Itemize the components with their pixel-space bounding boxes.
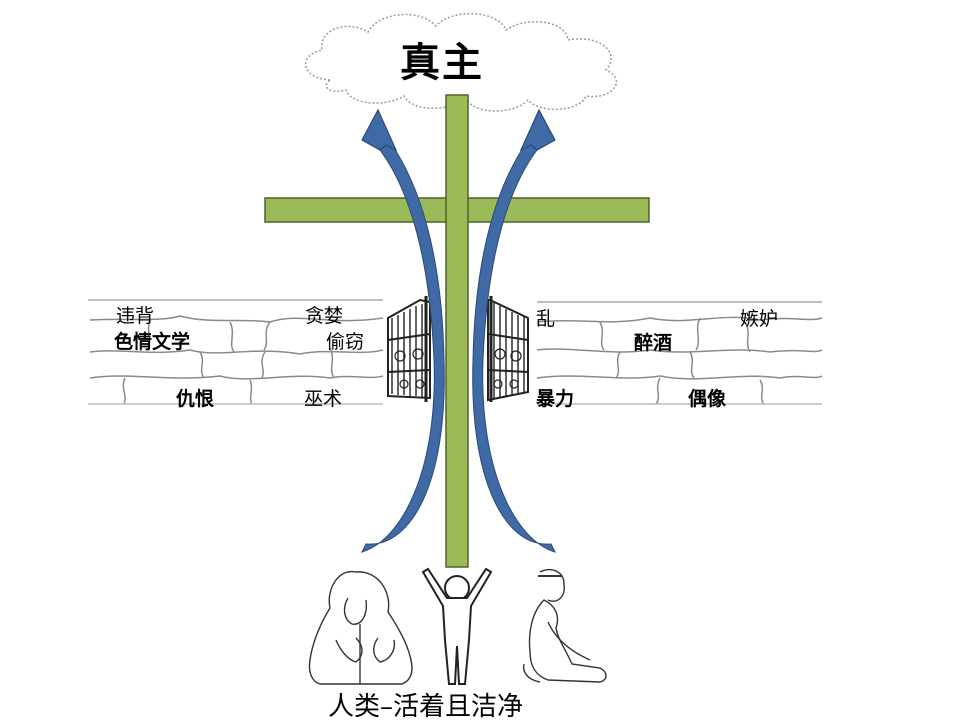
- arrow-up-right-icon: [472, 108, 556, 553]
- person-arms-raised-icon: [421, 567, 493, 685]
- brick-wall-left: [88, 299, 384, 405]
- caption-humanity: 人类–活着且洁净: [328, 692, 524, 722]
- sin-label-disobedience: 违背: [116, 305, 155, 327]
- woman-praying-icon: [308, 570, 413, 685]
- sin-label-violence: 暴力: [536, 388, 575, 410]
- sin-label-envy: 嫉妒: [740, 308, 779, 330]
- sin-label-disorder: 乱: [536, 308, 556, 330]
- sin-label-drunkenness: 醉酒: [634, 332, 673, 354]
- brick-wall-right: [536, 301, 823, 405]
- sin-label-idols: 偶像: [688, 388, 727, 410]
- cloud-icon: [304, 13, 618, 112]
- sin-label-theft: 偷窃: [326, 331, 365, 353]
- sin-label-greed: 贪婪: [305, 305, 344, 327]
- sin-label-pornography: 色情文学: [114, 331, 191, 353]
- arrow-up-left-icon: [361, 108, 445, 553]
- sin-label-witchcraft: 巫术: [304, 388, 343, 410]
- cross-icon: [264, 94, 650, 568]
- man-kneeling-icon: [522, 568, 607, 683]
- diagram-title: 真主: [400, 40, 484, 86]
- gate-right-icon: [487, 296, 529, 402]
- gate-left-icon: [387, 296, 431, 402]
- sin-label-hatred: 仇恨: [176, 388, 215, 410]
